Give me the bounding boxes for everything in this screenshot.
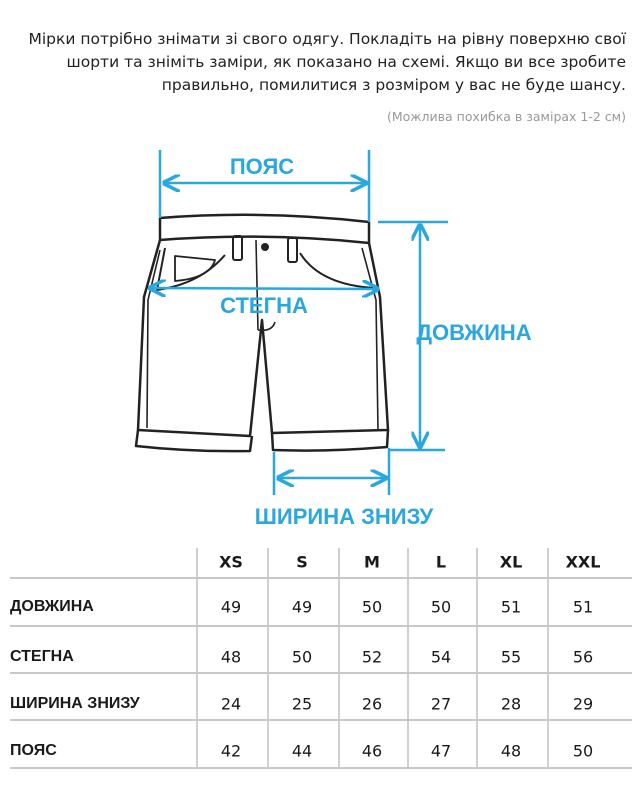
table-cell: 50 [430, 597, 452, 617]
size-header-s: S [296, 552, 308, 572]
column-divider [407, 548, 409, 768]
row-label: ПОЯС [10, 742, 57, 759]
length-label: ДОВЖИНА [416, 320, 531, 345]
size-header-l: L [435, 552, 447, 572]
table-cell: 48 [220, 647, 242, 667]
table-cell: 50 [572, 741, 594, 761]
hem-width-label: ШИРИНА ЗНИЗУ [255, 504, 434, 529]
row-divider [10, 625, 632, 627]
row-divider [10, 719, 632, 721]
column-divider [196, 548, 198, 768]
column-divider [476, 548, 478, 768]
size-header-xxl: XXL [565, 552, 601, 572]
column-divider [267, 548, 269, 768]
measurement-arrows [150, 150, 448, 495]
size-header-m: M [364, 552, 380, 572]
table-cell: 25 [291, 694, 313, 714]
row-label: СТЕГНА [10, 648, 74, 665]
intro-text: Мірки потрібно знімати зі свого одягу. П… [28, 30, 627, 94]
row-divider [10, 577, 632, 579]
table-cell: 49 [220, 597, 242, 617]
table-cell: 50 [291, 647, 313, 667]
size-header-xl: XL [499, 552, 523, 572]
row-divider [10, 767, 632, 769]
column-divider [547, 548, 549, 768]
shorts-measurement-diagram: ПОЯС СТЕГНА ДОВЖИНА ШИРИНА ЗНИЗУ [134, 150, 532, 529]
table-cell: 49 [291, 597, 313, 617]
table-cell: 54 [430, 647, 452, 667]
table-cell: 48 [500, 741, 522, 761]
size-header-xs: XS [219, 552, 243, 572]
measurement-note: (Можлива похибка в замірах 1-2 см) [386, 109, 626, 124]
table-cell: 51 [572, 597, 594, 617]
table-cell: 44 [291, 741, 313, 761]
table-cell: 24 [220, 694, 242, 714]
table-cell: 42 [220, 741, 242, 761]
table-cell: 29 [572, 694, 594, 714]
table-cell: 52 [361, 647, 383, 667]
table-cell: 51 [500, 597, 522, 617]
table-cell: 26 [361, 694, 383, 714]
table-cell: 50 [361, 597, 383, 617]
table-cell: 46 [361, 741, 383, 761]
column-divider [338, 548, 340, 768]
table-cell: 47 [430, 741, 452, 761]
hips-label: СТЕГНА [220, 293, 308, 318]
row-label: ШИРИНА ЗНИЗУ [10, 695, 140, 712]
table-cell: 27 [430, 694, 452, 714]
table-cell: 55 [500, 647, 522, 667]
waist-label: ПОЯС [230, 154, 294, 179]
table-cell: 28 [500, 694, 522, 714]
row-divider [10, 672, 632, 674]
row-label: ДОВЖИНА [10, 598, 94, 615]
table-cell: 56 [572, 647, 594, 667]
